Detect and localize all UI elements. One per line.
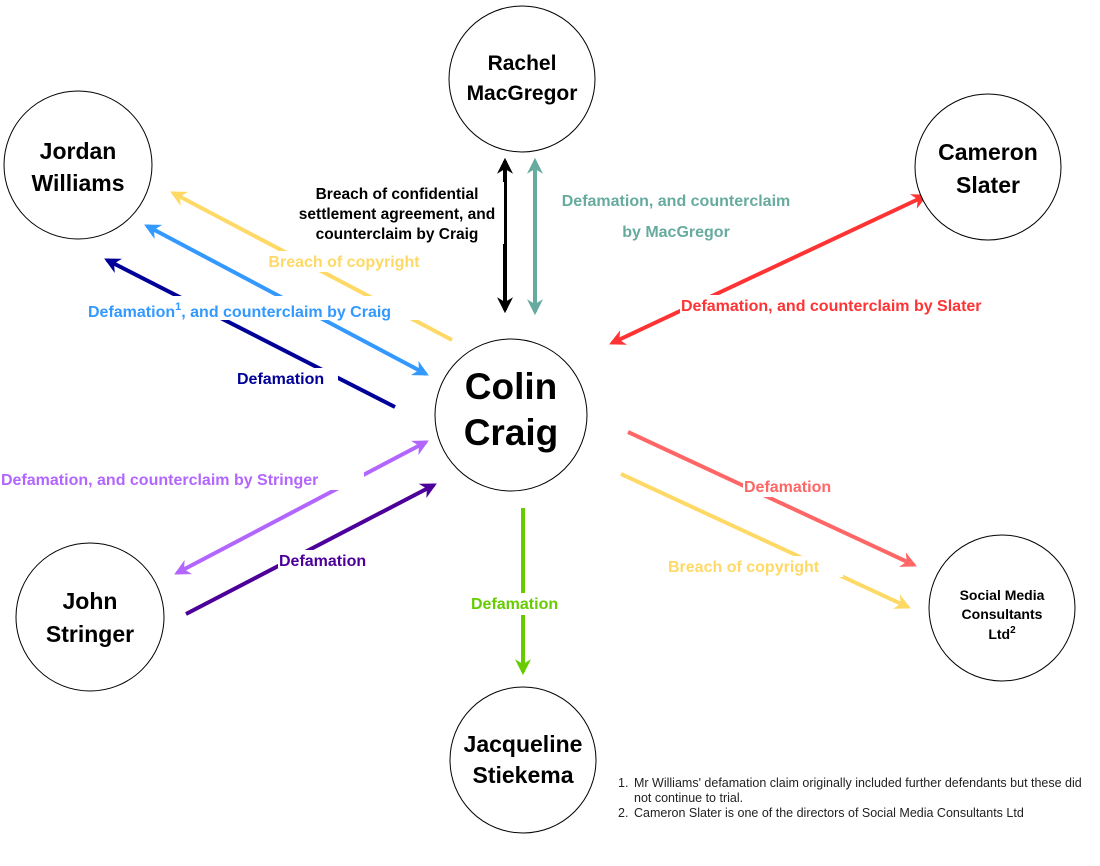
node-jordan-line2: Williams xyxy=(31,170,124,196)
footnote-1-number: 1. xyxy=(618,776,629,790)
label-bg-slater xyxy=(680,295,1026,316)
edge-label-macgregor-line2: by MacGregor xyxy=(622,224,730,241)
footnote-1-text: Mr Williams' defamation claim originally… xyxy=(634,776,1082,805)
label-bg-smc-defamation xyxy=(743,476,847,497)
edge-stringer-defamation xyxy=(185,483,437,616)
footnote-2-number: 2. xyxy=(618,806,629,820)
edge-label-stringer-counterclaim: Defamation, and counterclaim by Stringer xyxy=(1,472,318,489)
edge-label-defamation1-rest: , and counterclaim by Craig xyxy=(181,304,391,321)
node-rachel-line1: Rachel xyxy=(488,52,557,75)
node-john-stringer: John Stringer xyxy=(15,542,165,692)
node-smc-line1: Social Media xyxy=(960,587,1045,603)
node-john-line2: Stringer xyxy=(46,621,134,647)
node-smc-superscript: 2 xyxy=(1010,625,1016,636)
label-bg-defamation1 xyxy=(86,296,436,320)
node-colin-line2: Craig xyxy=(464,412,559,453)
label-bg-copyright-williams xyxy=(257,251,431,272)
node-rachel-macgregor: Rachel MacGregor xyxy=(448,5,596,153)
node-cameron-line1: Cameron xyxy=(938,139,1038,165)
node-smc-line3-text: Ltd xyxy=(988,626,1010,642)
label-bg-defamation-williams xyxy=(236,368,338,388)
edge-label-defamation-williams: Defamation xyxy=(237,371,324,388)
node-colin-line1: Colin xyxy=(465,366,557,407)
node-social-media-consultants: Social Media Consultants Ltd2 xyxy=(928,534,1076,682)
node-jacqueline-stiekema: Jacqueline Stiekema xyxy=(449,686,597,834)
edge-stringer-defamation-counterclaim xyxy=(174,440,429,575)
edge-label-stringer-defamation: Defamation xyxy=(279,553,366,570)
footnotes: 1. Mr Williams' defamation claim original… xyxy=(610,776,1100,821)
node-jordan-williams: Jordan Williams xyxy=(3,90,153,240)
node-rachel-line2: MacGregor xyxy=(467,82,578,105)
node-john-line1: John xyxy=(63,588,118,614)
edge-label-confidential-line3: counterclaim by Craig xyxy=(316,226,479,243)
footnote-1: 1. Mr Williams' defamation claim original… xyxy=(618,776,1100,806)
footnote-2-text: Cameron Slater is one of the directors o… xyxy=(634,806,1024,820)
edge-williams-defamation xyxy=(104,258,396,409)
node-jacqueline-line2: Stiekema xyxy=(472,762,573,788)
label-bg-stringer-counterclaim xyxy=(0,469,364,490)
node-smc-line3: Ltd2 xyxy=(988,625,1016,642)
label-bg-smc-copyright xyxy=(667,556,843,577)
edge-label-defamation1-superscript: 1 xyxy=(175,301,181,313)
edge-smc-copyright xyxy=(620,472,911,609)
node-colin-craig: Colin Craig xyxy=(434,338,588,492)
node-jordan-line1: Jordan xyxy=(40,138,117,164)
edge-label-confidential-line2: settlement agreement, and xyxy=(299,206,495,223)
edge-label-slater: Defamation, and counterclaim by Slater xyxy=(681,298,982,315)
edge-label-smc-copyright: Breach of copyright xyxy=(668,559,820,576)
label-bg-stiekema xyxy=(470,593,574,615)
edge-label-confidential-line1: Breach of confidential xyxy=(316,186,479,203)
label-bg-confidential xyxy=(290,182,504,244)
edge-label-defamation1: Defamation1, and counterclaim by Craig xyxy=(88,301,391,321)
edge-label-stiekema: Defamation xyxy=(471,596,558,613)
node-jacqueline-line1: Jacqueline xyxy=(464,731,583,757)
edge-label-macgregor-line1: Defamation, and counterclaim xyxy=(562,193,791,210)
footnote-2: 2. Cameron Slater is one of the directors… xyxy=(618,806,1100,821)
node-cameron-line2: Slater xyxy=(956,172,1020,198)
label-bg-macgregor xyxy=(545,188,807,242)
label-bg-stringer-defamation xyxy=(278,550,380,571)
edge-slater-defamation xyxy=(609,194,928,345)
edge-label-smc-defamation: Defamation xyxy=(744,479,831,496)
edge-label-defamation1-main: Defamation xyxy=(88,304,175,321)
node-smc-line2: Consultants xyxy=(962,606,1043,622)
edge-smc-defamation xyxy=(627,430,917,567)
edge-label-copyright-williams: Breach of copyright xyxy=(268,254,420,271)
node-cameron-slater: Cameron Slater xyxy=(914,93,1062,241)
